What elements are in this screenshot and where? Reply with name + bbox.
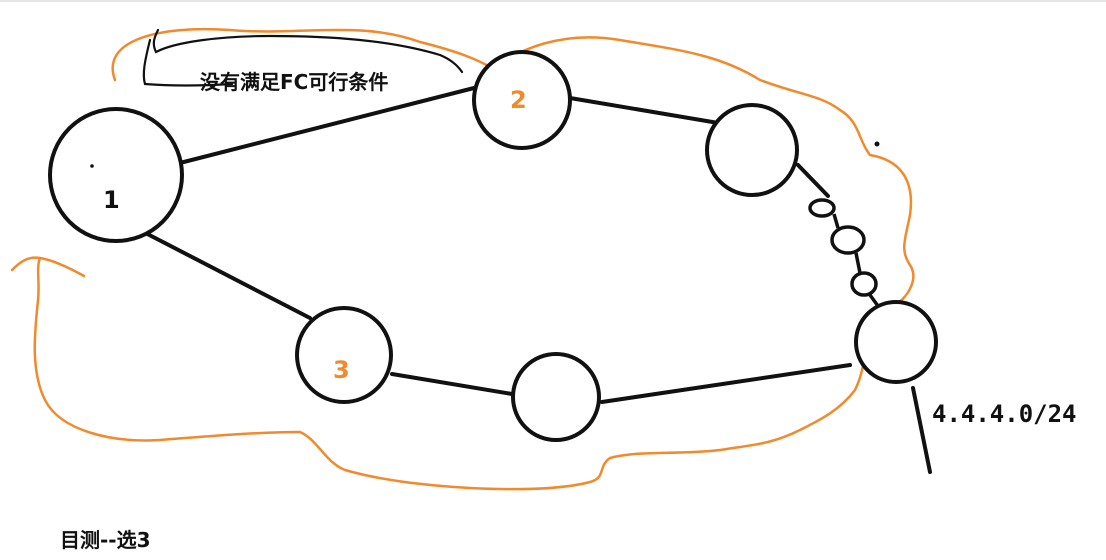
- link-1-2: [170, 86, 476, 167]
- orange-arrow-head: [10, 256, 86, 278]
- black-curved-arrow: [152, 28, 464, 74]
- node-2: [472, 50, 572, 150]
- stray-dot: [90, 164, 94, 168]
- node-5: [511, 352, 601, 442]
- link-4-6: [796, 163, 830, 198]
- nodes: [48, 50, 938, 442]
- links: [128, 86, 932, 474]
- node-3: [295, 306, 393, 404]
- network-prefix-label: 4.4.4.0/24: [932, 400, 1077, 428]
- link-3-5: [390, 372, 514, 396]
- link-loops: [808, 198, 880, 308]
- node-1: [48, 107, 184, 243]
- node-6: [854, 300, 938, 384]
- node-4: [705, 103, 799, 197]
- stray-dot: [874, 141, 880, 147]
- fc-note: 没有满足FC可行条件: [200, 70, 389, 94]
- loop-connector-2: [854, 252, 862, 274]
- link-6-stub: [911, 386, 932, 474]
- loop-connector-1: [832, 213, 840, 229]
- caption: 目测--选3: [60, 528, 151, 552]
- loop-connector-3: [868, 293, 880, 308]
- link-5-6: [600, 363, 852, 404]
- node-1-label: 1: [103, 186, 120, 214]
- loop-medium: [830, 225, 866, 255]
- top-border: [0, 0, 1106, 2]
- loop-small: [808, 198, 836, 218]
- loop-small-lower: [850, 271, 878, 297]
- link-1-3: [128, 223, 312, 320]
- black-arrow-tail: [142, 38, 234, 87]
- link-2-4: [568, 96, 744, 129]
- node-3-label: 3: [333, 356, 350, 384]
- node-2-label: 2: [510, 86, 527, 114]
